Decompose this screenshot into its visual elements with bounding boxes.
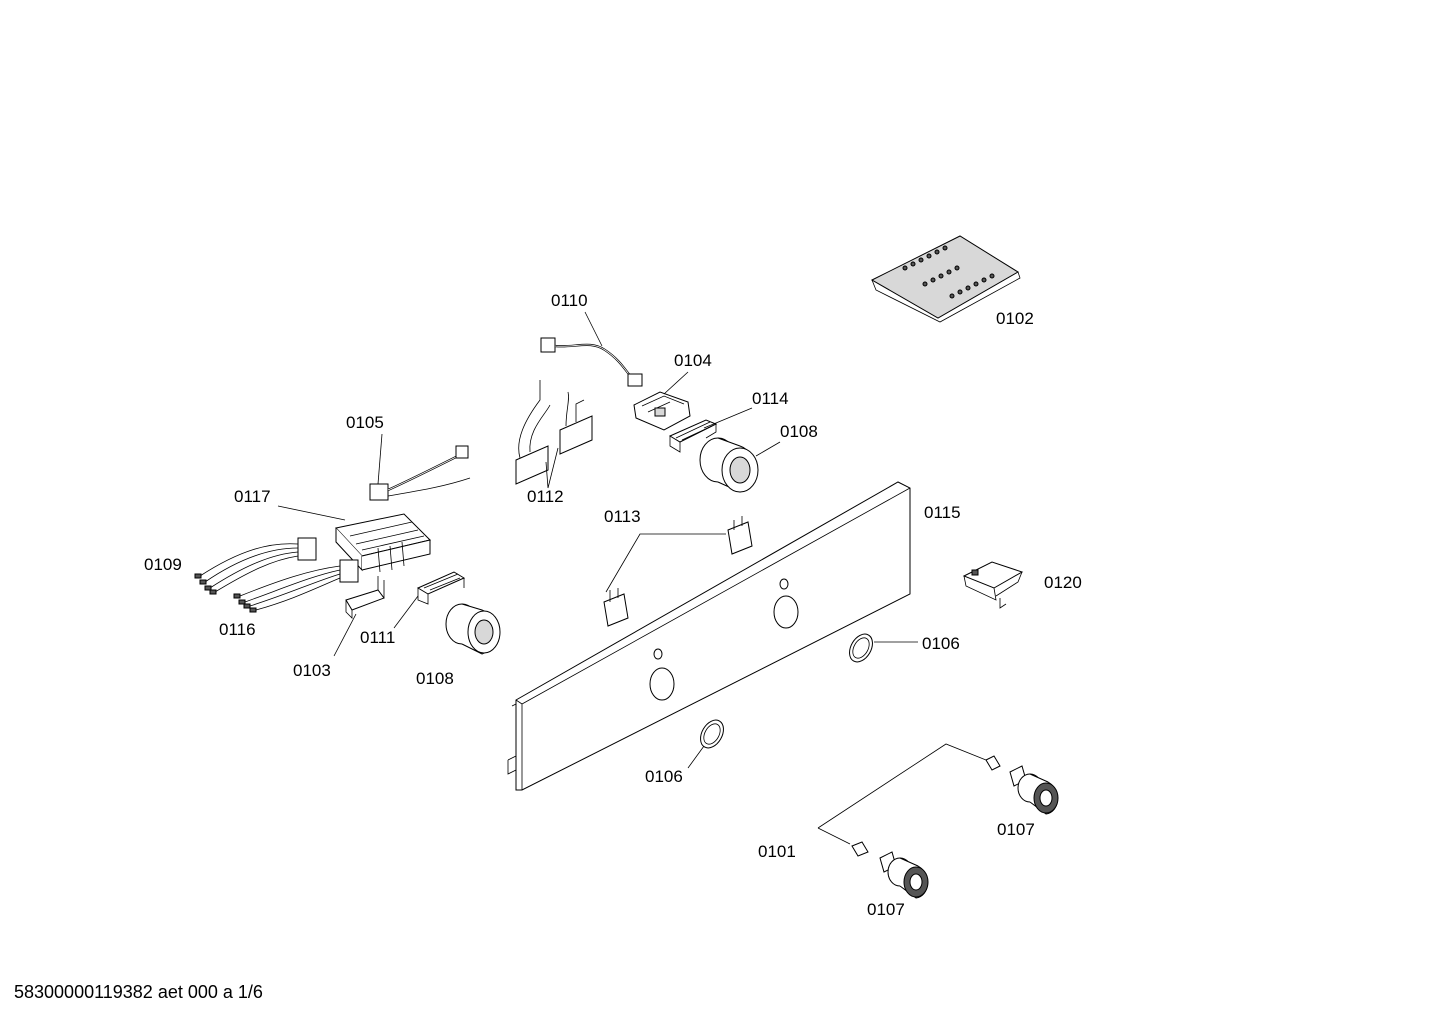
part-0112-brackets (515, 380, 593, 485)
leader-0106-left (687, 745, 705, 769)
label-0111: 0111 (360, 628, 395, 647)
label-0102: 0102 (996, 309, 1034, 328)
label-0107-lower: 0107 (867, 900, 905, 919)
label-0110: 0110 (551, 291, 588, 310)
part-0107-knob-upper (1009, 765, 1059, 815)
part-0109-wires (194, 537, 317, 595)
leader-0101-upper (817, 743, 987, 829)
part-0102-screw-bag (870, 235, 1021, 323)
leader-0114 (703, 407, 753, 429)
part-0120-holder (962, 561, 1024, 609)
part-0104-switch (633, 391, 691, 431)
label-0120: 0120 (1044, 573, 1082, 592)
label-0113: 0113 (604, 507, 641, 526)
part-0101-clip-lower (851, 841, 869, 857)
leader-0113 (605, 533, 726, 593)
leader-0104 (663, 371, 689, 395)
leader-0110 (584, 311, 603, 347)
label-0112: 0112 (527, 487, 564, 506)
label-0101: 0101 (758, 842, 796, 861)
label-0106-right: 0106 (922, 634, 960, 653)
leader-0111 (393, 595, 419, 629)
part-0107-knob-lower (879, 851, 929, 899)
part-0103-bracket (345, 576, 385, 619)
leader-0105 (377, 433, 383, 485)
part-0101-clip-upper (985, 755, 1001, 771)
label-0115: 0115 (924, 503, 961, 522)
part-0113-clips (603, 516, 753, 627)
leader-0112 (545, 447, 559, 489)
leader-0103 (333, 613, 357, 657)
part-0116-wires (233, 559, 359, 613)
part-0106-ring-right (849, 633, 873, 663)
part-0108-sleeve-upper (699, 437, 759, 493)
label-0117: 0117 (234, 487, 271, 506)
leader-0101-lower (817, 827, 851, 845)
label-0109: 0109 (144, 555, 182, 574)
label-0107-upper: 0107 (997, 820, 1035, 839)
label-0104: 0104 (674, 351, 712, 370)
label-0116: 0116 (219, 620, 256, 639)
part-0111-bracket (416, 571, 466, 605)
label-0108-lower: 0108 (416, 669, 454, 688)
label-0108-upper: 0108 (780, 422, 818, 441)
part-0106-ring-left (700, 719, 724, 749)
part-0108-sleeve-lower (445, 603, 501, 655)
leader-0117 (277, 505, 346, 521)
leader-0108-upper (755, 441, 781, 457)
label-0106-left: 0106 (645, 767, 683, 786)
label-0103: 0103 (293, 661, 331, 680)
part-0105-wire-set (369, 445, 471, 501)
drawing-number: 58300000119382 aet 000 a 1/6 (14, 982, 263, 1002)
part-0117-terminal-block (335, 513, 431, 573)
label-0114: 0114 (752, 389, 789, 408)
part-0110-wire-harness (540, 337, 643, 387)
part-0115-control-panel (507, 481, 911, 791)
label-0105: 0105 (346, 413, 384, 432)
part-0114-bracket (668, 419, 718, 453)
